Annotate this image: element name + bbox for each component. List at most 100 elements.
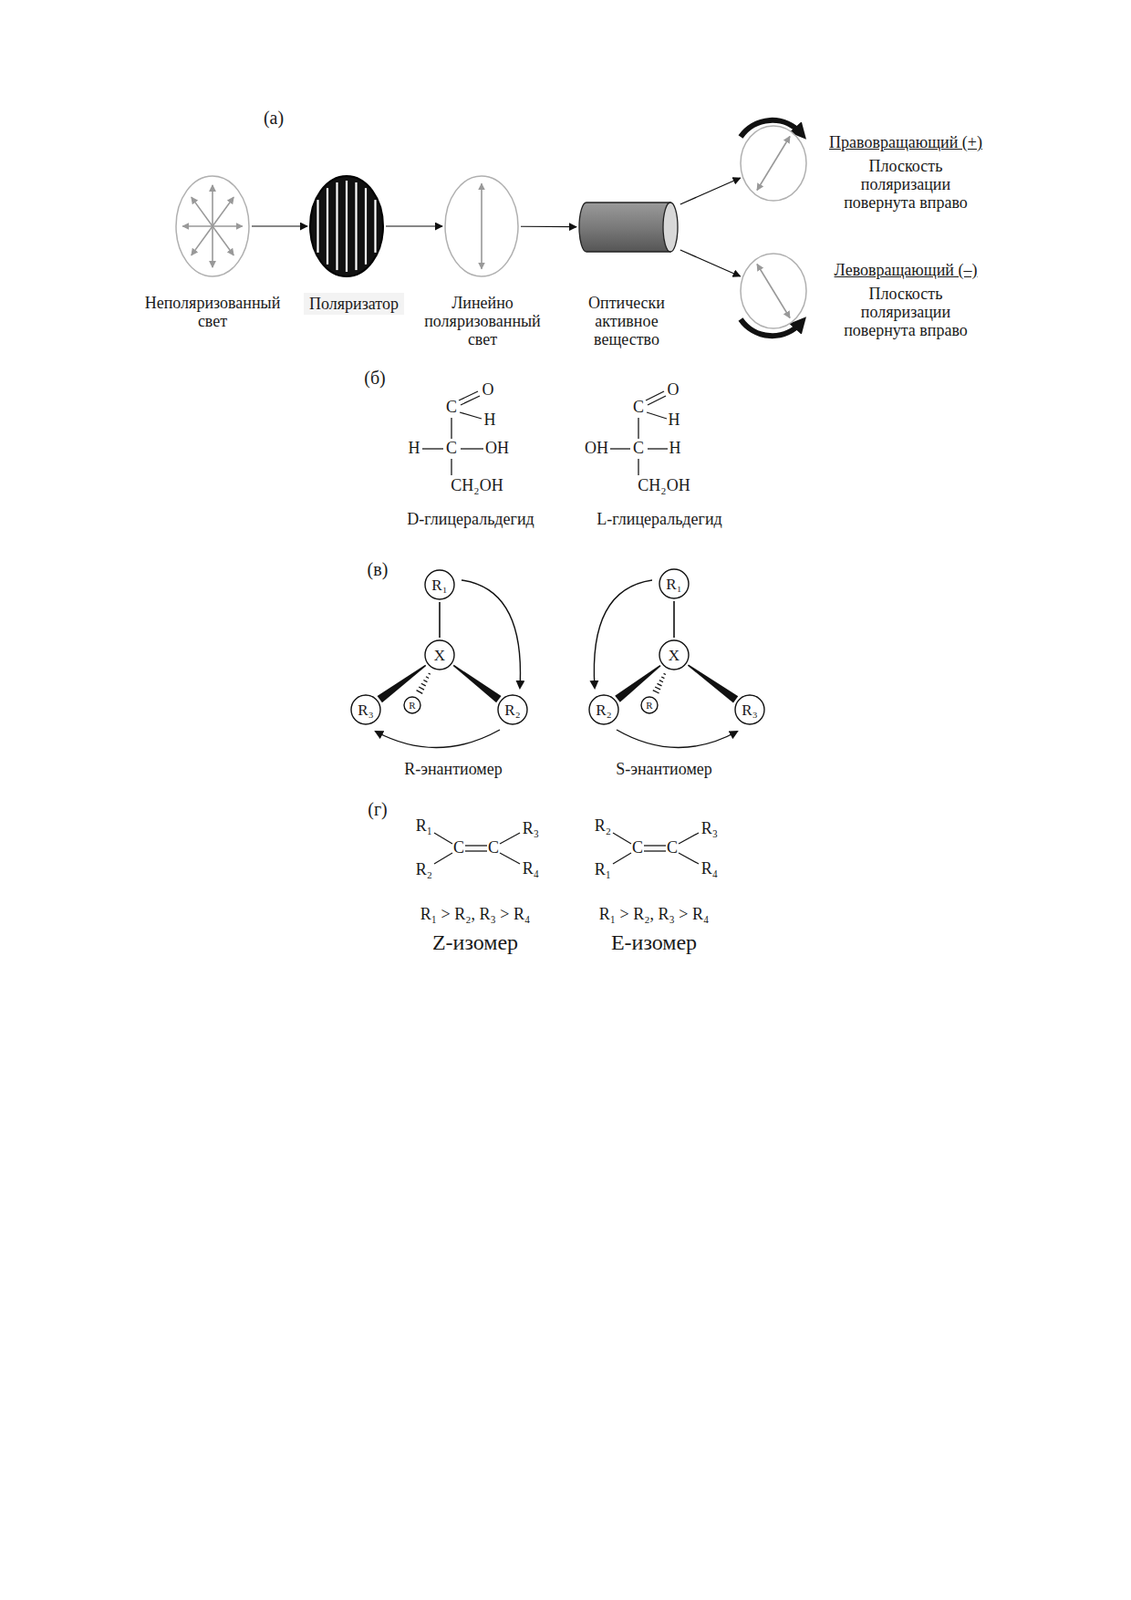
node-caption: Неполяризованный свет xyxy=(145,293,281,331)
optically-active-sample: Оптически активное вещество xyxy=(578,201,679,253)
substituent-label: R xyxy=(645,700,653,711)
text-holder: X xyxy=(424,639,456,671)
caption-holder: Неполяризованный свет xyxy=(134,293,291,331)
priority-arrows xyxy=(375,580,737,748)
node-outline xyxy=(309,175,384,278)
isomer-caption: Z-изомер xyxy=(432,930,519,955)
wedge-bond xyxy=(614,664,661,703)
caption-holder: Поляризатор xyxy=(285,294,423,313)
atom: H xyxy=(669,439,682,458)
node-caption: Линейно поляризованный свет xyxy=(424,293,541,349)
substituent-label: R₁ xyxy=(665,576,682,592)
substituent: R₃ xyxy=(522,819,540,839)
substituent-label: R₁ xyxy=(431,577,447,593)
atom: C xyxy=(446,398,457,417)
substituent-label: R₂ xyxy=(504,702,520,718)
substituent-circle: R₃ xyxy=(350,694,382,726)
panel-letter: (в) xyxy=(367,559,389,580)
atom: C xyxy=(632,398,644,417)
substituent: R₂ xyxy=(594,817,612,836)
caption-holder: Правовращающий (+) xyxy=(805,133,1007,152)
isomer-caption: R-энантиомер xyxy=(404,760,503,779)
substituent-label: X xyxy=(434,647,446,664)
substituent-circle: R₂ xyxy=(588,694,620,726)
substituent-circle: R xyxy=(403,695,422,715)
substituent-label: R₃ xyxy=(357,702,374,718)
atom: H xyxy=(408,439,421,458)
substituent-circle: X xyxy=(424,639,456,671)
rotation-heading: Правовращающий (+) xyxy=(829,133,983,152)
polarizer: Поляризатор xyxy=(309,175,384,278)
atom: H xyxy=(484,411,497,430)
wedge-bond xyxy=(453,664,502,703)
atom: C xyxy=(632,439,644,458)
substituent-label: X xyxy=(668,647,680,664)
substituent-circle: R xyxy=(640,695,659,715)
rotation-heading: Левовращающий (–) xyxy=(834,260,978,280)
rotated-plane: Правовращающий (+)Плоскость поляризации … xyxy=(739,124,808,202)
text-holder: R₁ xyxy=(658,568,690,600)
substituent-circle: R₂ xyxy=(497,694,529,726)
substituent-circle: R₃ xyxy=(734,694,766,726)
node-outline xyxy=(444,175,519,278)
atom: O xyxy=(482,381,495,400)
hashed-bond xyxy=(653,673,666,694)
atom: C xyxy=(446,439,457,458)
substituent-circle: R₁ xyxy=(658,568,690,600)
text-holder: R₂ xyxy=(497,694,529,726)
formula-caption: L-глицеральдегид xyxy=(596,510,722,530)
light-path-arrow xyxy=(385,225,443,227)
priority-note: R₁ > R₂, R₃ > R₄ xyxy=(420,905,530,924)
node-caption: Оптически активное вещество xyxy=(588,293,665,349)
hashed-bond xyxy=(416,673,431,694)
caption-holder: Оптически активное вещество xyxy=(571,293,682,349)
substituent: R₂ xyxy=(415,861,433,880)
rotated-plane: Левовращающий (–)Плоскость поляризации п… xyxy=(739,252,808,330)
atom: H xyxy=(668,411,681,430)
atom-group: CH₂OH xyxy=(450,477,503,496)
node-caption: Поляризатор xyxy=(303,292,405,315)
atom: C xyxy=(487,839,499,858)
substituent: R₁ xyxy=(415,817,433,836)
text-holder: R₃ xyxy=(350,694,382,726)
light-path-arrow xyxy=(251,225,308,227)
substituent: R₁ xyxy=(594,861,612,880)
text-holder: R₃ xyxy=(734,694,766,726)
caption-holder: Плоскость поляризации повернута вправо xyxy=(832,156,979,212)
atom: O xyxy=(667,381,680,400)
node-outline xyxy=(739,124,808,202)
formula-bonds xyxy=(422,391,699,864)
light-path-arrow xyxy=(680,177,741,205)
node-outline xyxy=(739,252,808,330)
text-holder: R₁ xyxy=(424,569,456,601)
wedge-bond xyxy=(377,664,427,704)
atom: OH xyxy=(485,439,509,458)
unpolarized-light: Неполяризованный свет xyxy=(175,175,250,278)
atom: C xyxy=(632,839,644,858)
text-holder: X xyxy=(658,639,690,671)
polarized-light: Линейно поляризованный свет xyxy=(444,175,519,278)
node-outline xyxy=(578,201,679,253)
text-holder: R xyxy=(640,695,659,715)
substituent: R₄ xyxy=(701,860,718,879)
priority-note: R₁ > R₂, R₃ > R₄ xyxy=(599,905,709,924)
atom-group: CH₂OH xyxy=(637,477,690,496)
caption-holder: Плоскость поляризации повернута вправо xyxy=(832,284,979,340)
substituent-circle: R₁ xyxy=(424,569,456,601)
substituent: R₄ xyxy=(522,860,540,879)
caption-holder: Левовращающий (–) xyxy=(805,260,1007,280)
substituent-label: R₂ xyxy=(595,702,612,718)
atom: C xyxy=(453,839,465,858)
text-holder: R₂ xyxy=(588,694,620,726)
atom: OH xyxy=(584,439,609,458)
bond-line xyxy=(673,601,675,638)
atom: C xyxy=(666,839,678,858)
light-path-arrow xyxy=(520,226,577,229)
node-outline xyxy=(175,175,250,278)
bond-line xyxy=(438,601,441,638)
caption-holder: Линейно поляризованный свет xyxy=(414,293,551,349)
text-holder: R xyxy=(403,695,422,715)
